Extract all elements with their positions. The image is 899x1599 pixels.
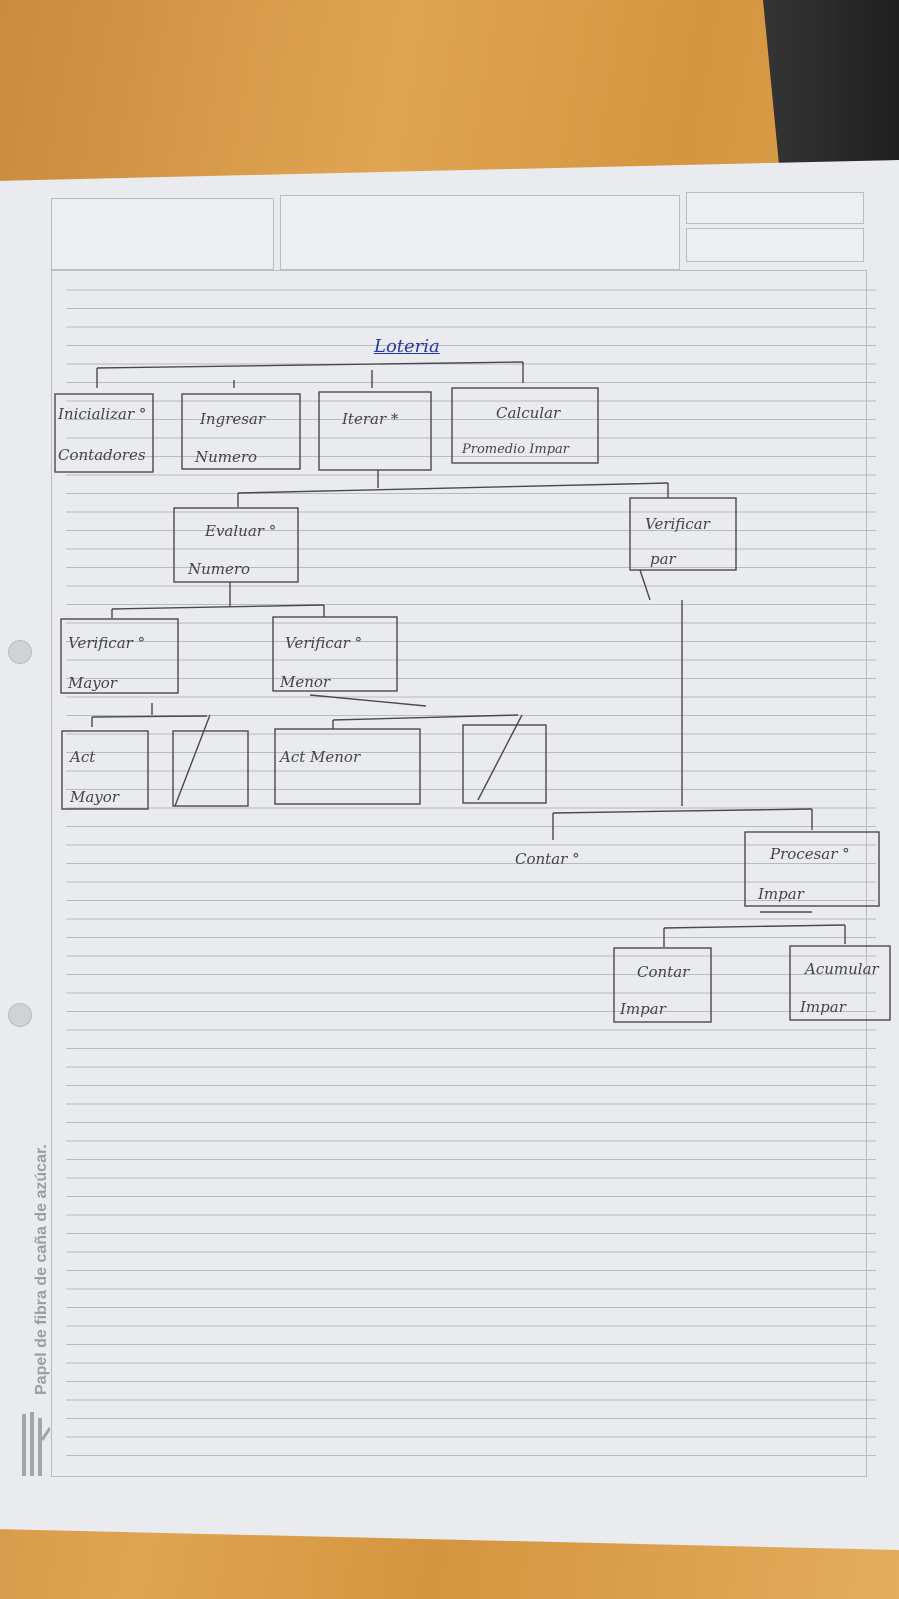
node-act-mayor-label: Act: [70, 748, 96, 766]
node-evaluar-box: [173, 507, 299, 583]
node-verificar-mayor-label: Verificar °: [68, 634, 146, 652]
node-contar-impar-box: [613, 947, 712, 1023]
node-verificar-par-box: [629, 497, 737, 571]
node-inicializar-label: Inicializar °: [58, 405, 147, 423]
node-acumular-impar-sublabel: Impar: [800, 998, 846, 1016]
node-iterar-box: [318, 391, 432, 471]
punch-hole: [8, 1003, 32, 1027]
node-calcular-label: Calcular: [496, 404, 561, 422]
header-box-center: [280, 195, 680, 270]
node-verificar-menor-label: Verificar °: [285, 634, 363, 652]
node-procesar-impar-box: [744, 831, 880, 907]
node-verificar-menor-box: [272, 616, 398, 692]
node-ingresar-sublabel: Numero: [195, 448, 258, 466]
node-procesar-impar-sublabel: Impar: [758, 885, 804, 903]
node-act-menor-label: Act Menor: [280, 748, 361, 766]
node-verificar-par-sublabel: par: [650, 550, 676, 568]
node-inicializar-sublabel: Contadores: [58, 446, 146, 464]
node-act-menor-box: [274, 728, 421, 805]
header-box-right-top: [686, 192, 864, 224]
background-object: [763, 0, 899, 175]
header-box-left: [51, 198, 274, 270]
node-act-mayor-sublabel: Mayor: [70, 788, 119, 806]
node-inicializar-box: [54, 393, 154, 473]
node-verificar-mayor-sublabel: Mayor: [68, 674, 117, 692]
ruled-lines: [66, 272, 876, 1472]
node-acumular-impar-box: [789, 945, 891, 1021]
node-ingresar-box: [181, 393, 301, 470]
node-evaluar-sublabel: Numero: [188, 560, 251, 578]
brand-logo-icon: [22, 1412, 50, 1476]
page-frame: [51, 270, 867, 1477]
node-empty-mayor-box: [172, 730, 249, 807]
node-calcular-sublabel: Promedio Impar: [462, 442, 569, 457]
header-box-right-bottom: [686, 228, 864, 262]
node-contar-impar-label: Contar: [637, 963, 690, 981]
node-verificar-mayor-box: [60, 618, 179, 694]
diagram-root-label: Loteria: [374, 336, 440, 357]
node-acumular-impar-label: Acumular: [805, 960, 879, 978]
node-act-mayor-box: [61, 730, 149, 810]
node-calcular-box: [451, 387, 599, 464]
node-empty-menor-box: [462, 724, 547, 804]
node-contar-label: Contar °: [515, 850, 580, 868]
punch-hole: [8, 640, 32, 664]
node-evaluar-label: Evaluar °: [205, 522, 277, 540]
node-ingresar-label: Ingresar: [200, 410, 266, 428]
node-contar-impar-sublabel: Impar: [620, 1000, 666, 1018]
node-verificar-par-label: Verificar: [645, 515, 710, 533]
node-iterar-label: Iterar *: [342, 410, 399, 428]
node-procesar-impar-label: Procesar °: [770, 845, 850, 863]
node-verificar-menor-sublabel: Menor: [280, 673, 331, 691]
